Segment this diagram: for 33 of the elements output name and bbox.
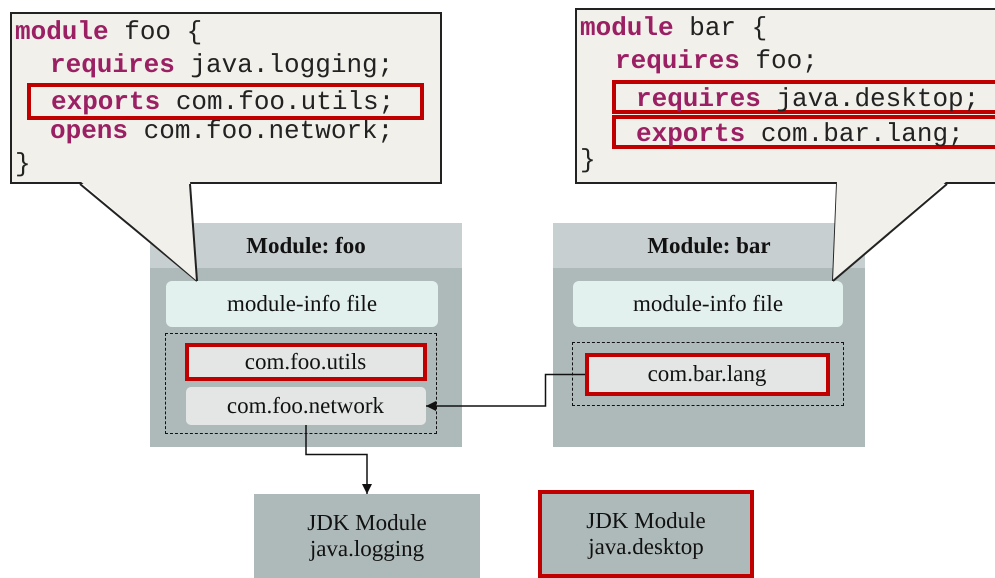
code-line: requires java.logging; xyxy=(50,49,394,82)
jdk-module-box xyxy=(538,490,754,578)
code-line: module foo { xyxy=(15,16,202,49)
arrow xyxy=(305,425,372,494)
code-line: exports com.bar.lang; xyxy=(636,118,964,151)
box-label: com.bar.lang xyxy=(646,361,768,387)
module-box xyxy=(553,223,865,447)
dashed-group-box xyxy=(165,333,437,434)
box-label: com.foo.network xyxy=(226,392,386,418)
code-line-highlight xyxy=(612,115,995,149)
dashed-group-box xyxy=(572,342,844,406)
box-label: module-info file xyxy=(632,291,784,317)
code-line: requires foo; xyxy=(615,45,818,78)
module-title: Module: foo xyxy=(245,232,367,258)
jdk-module-box xyxy=(254,494,480,578)
package-box xyxy=(584,352,830,396)
package-box xyxy=(186,386,426,424)
code-line: } xyxy=(580,144,596,177)
module-info-box xyxy=(166,281,438,327)
arrow xyxy=(426,374,585,411)
module-title: Module: bar xyxy=(646,232,772,258)
module-info-box xyxy=(573,281,843,327)
code-line-highlight xyxy=(27,83,424,120)
module-box xyxy=(150,223,462,447)
code-line-highlight xyxy=(612,80,995,114)
box-label: module-info file xyxy=(226,291,378,317)
code-line: requires java.desktop; xyxy=(636,83,980,116)
code-line: module bar { xyxy=(580,12,768,45)
box-label: com.foo.utils xyxy=(244,348,368,374)
box-label: JDK Module java.logging xyxy=(306,510,428,562)
code-line: } xyxy=(15,148,31,181)
box-label: JDK Module java.desktop xyxy=(585,508,707,560)
package-box xyxy=(184,342,426,380)
